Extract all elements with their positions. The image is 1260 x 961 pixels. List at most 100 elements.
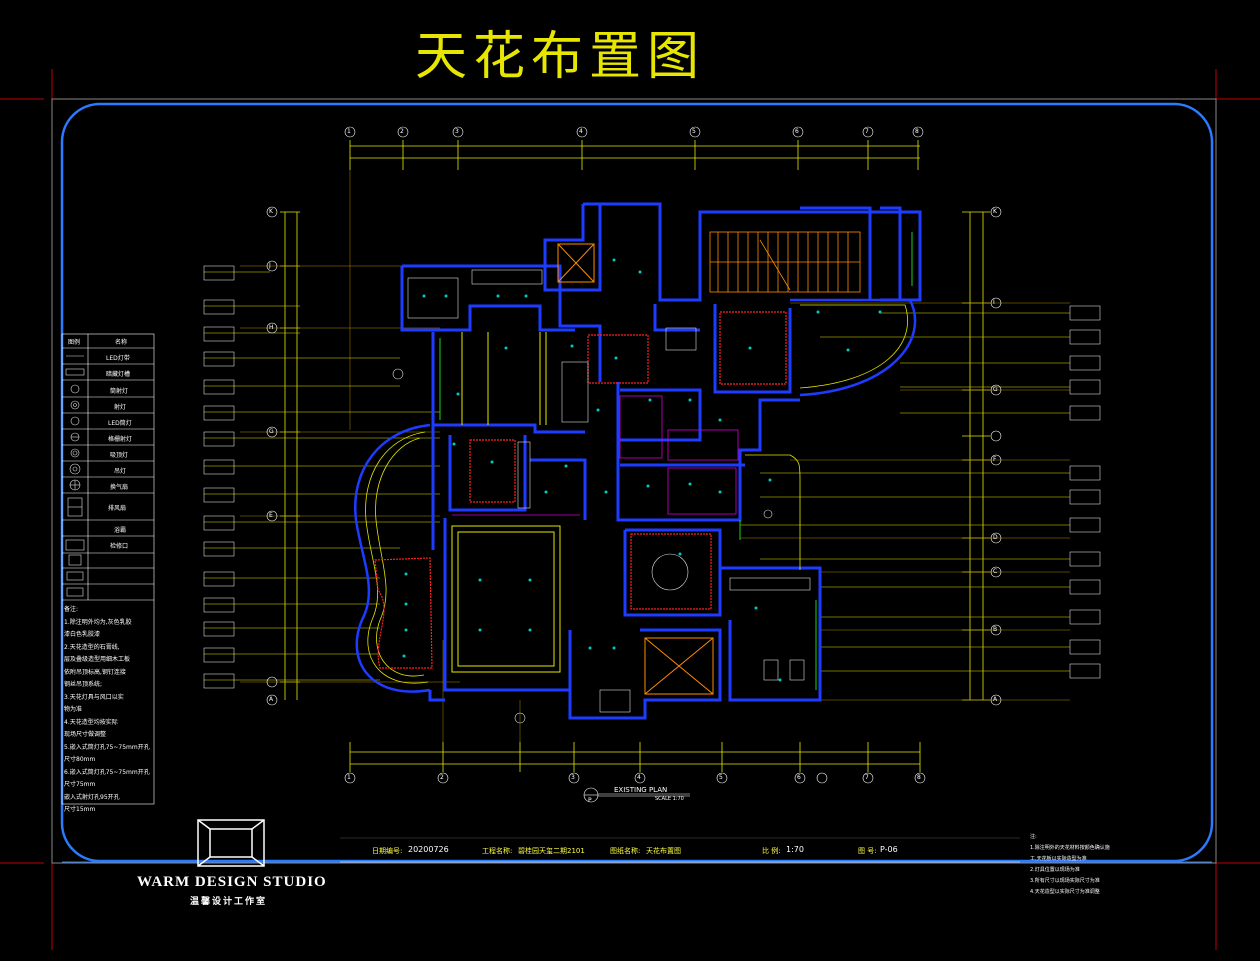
note-line: 1.除注明外均为,灰色乳胶 — [64, 618, 132, 626]
rounded-frame — [60, 102, 1214, 863]
tb-scale-label: 比 例: — [762, 847, 781, 855]
axis-label-top: 3 — [455, 128, 459, 135]
right-note-line: 4.天花造型以实际尺寸为准调整 — [1030, 889, 1100, 895]
axis-label-bottom: 7 — [865, 774, 869, 781]
note-line: 4.天花造型均按实际 — [64, 718, 118, 726]
axis-label-top: 6 — [795, 128, 799, 135]
axis-label-top: 1 — [347, 128, 351, 135]
right-dimensions — [962, 211, 990, 701]
legend-table-grid — [61, 333, 155, 805]
green-lines — [439, 232, 913, 690]
tb-drawing-label: 图纸名称: — [610, 847, 641, 855]
axis-label-bottom: 6 — [797, 774, 801, 781]
axis-label-right: F — [993, 456, 997, 463]
right-note-line: 注: — [1030, 834, 1037, 840]
note-line: 嵌入式射灯孔95开孔 — [64, 793, 120, 801]
legend-symbols — [65, 355, 85, 597]
axis-label-top: 4 — [579, 128, 583, 135]
tb-project-label: 工程名称: — [482, 847, 513, 855]
note-line: 层及叠级造型用细木工板 — [64, 656, 131, 663]
studio-subtitle: 温馨设计工作室 — [190, 897, 268, 907]
tb-date-label: 日期编号: — [372, 847, 403, 855]
plan-scale: SCALE 1:70 — [655, 796, 684, 802]
note-line: 依附吊顶标高,钢钉连接 — [64, 668, 126, 676]
axis-label-left: E — [269, 512, 273, 519]
note-line: 尺寸80mm — [64, 756, 96, 763]
tb-project: 碧桂园天玺二期2101 — [518, 847, 585, 855]
note-line: 钢丝吊顶系统; — [64, 681, 103, 688]
right-note-line: 工,天花板以实际造型为准 — [1030, 856, 1087, 862]
axis-label-left: G — [269, 428, 274, 435]
notes-block: 备注: 1.除注明外均为,灰色乳胶 漆白色乳胶漆 2.天花造型的石膏线, 层及叠… — [64, 604, 152, 817]
ceiling-lines — [451, 332, 561, 673]
studio-name: WARM DESIGN STUDIO — [137, 874, 327, 890]
legend-item: 格栅射灯 — [108, 436, 133, 443]
axis-label-right: A — [993, 696, 998, 703]
note-line: 物为准 — [64, 706, 83, 713]
legend-item: 浴霸 — [114, 527, 127, 534]
right-light-tags — [740, 312, 1070, 672]
legend-header-name: 名称 — [115, 339, 128, 346]
axis-label-left: H — [269, 324, 274, 331]
tb-date: 20200726 — [408, 845, 449, 854]
plan-label: EXISTING PLAN — [614, 786, 668, 794]
bottom-dimensions — [349, 742, 921, 772]
note-line: 6.嵌入式筒灯孔75~75mm开孔 — [64, 768, 150, 776]
top-dimensions — [349, 140, 920, 170]
shafts — [557, 243, 714, 695]
legend-item: 暗藏灯槽 — [106, 371, 131, 378]
sheet-border — [51, 98, 1217, 864]
axis-bubbles — [266, 126, 1002, 784]
balcony-walls — [353, 298, 917, 693]
legend-item: 吸顶灯 — [110, 452, 129, 459]
page-title: 天花布置图 — [415, 27, 706, 87]
axis-label-bottom: 3 — [571, 774, 575, 781]
legend-item: 换气扇 — [110, 484, 129, 491]
legend-item: 排风扇 — [108, 505, 127, 512]
note-line: 漆白色乳胶漆 — [64, 631, 101, 638]
balcony-edges — [365, 304, 908, 684]
staircase — [709, 231, 861, 293]
axis-label-top: 2 — [400, 128, 404, 135]
right-tag-boxes — [1069, 305, 1101, 679]
legend-header-symbol: 图例 — [68, 339, 81, 346]
ceiling-recesses — [374, 311, 787, 669]
axis-label-right: I — [993, 299, 995, 306]
axis-label-left: A — [269, 696, 274, 703]
axis-label-bottom: 2 — [440, 774, 444, 781]
axis-lines — [240, 170, 1070, 742]
legend-item: 筒射灯 — [110, 388, 129, 395]
axis-label-left: K — [269, 208, 273, 215]
tb-number-label: 图 号: — [858, 847, 877, 855]
axis-label-bottom: 5 — [719, 774, 723, 781]
note-line: 3.天花灯具与风口以实 — [64, 693, 124, 701]
note-line: 现场尺寸做调整 — [64, 731, 107, 738]
axis-label-right: G — [993, 386, 998, 393]
tb-number: P-06 — [880, 845, 898, 854]
plan-walls — [400, 202, 922, 720]
light-points — [402, 258, 882, 682]
axis-label-top: 8 — [915, 128, 919, 135]
crop-marks — [0, 69, 1260, 950]
tb-drawing: 天花布置图 — [646, 847, 681, 855]
axis-label-right: C — [993, 568, 998, 575]
tb-scale: 1:70 — [786, 845, 804, 854]
axis-label-right: B — [993, 626, 998, 633]
right-note-line: 2.灯具位置以现场为准 — [1030, 867, 1080, 873]
note-line: 2.天花造型的石膏线, — [64, 643, 120, 651]
notes-heading: 备注: — [64, 606, 79, 613]
axis-label-bottom: 8 — [917, 774, 921, 781]
axis-label-bottom: 1 — [347, 774, 351, 781]
legend-item: 射灯 — [114, 404, 127, 411]
axis-label-right: K — [993, 208, 997, 215]
left-tag-boxes — [203, 265, 235, 689]
left-light-tags — [204, 271, 440, 681]
axis-label-right: D — [993, 534, 998, 541]
right-note-line: 3.所有尺寸以现场实际尺寸为准 — [1030, 878, 1100, 884]
note-line: 尺寸75mm — [64, 781, 96, 788]
note-line: 5.嵌入式筒灯孔75~75mm开孔 — [64, 743, 150, 751]
axis-label-top: 5 — [692, 128, 696, 135]
plan-title-mark — [583, 787, 690, 803]
axis-label-bottom: 4 — [637, 774, 641, 781]
